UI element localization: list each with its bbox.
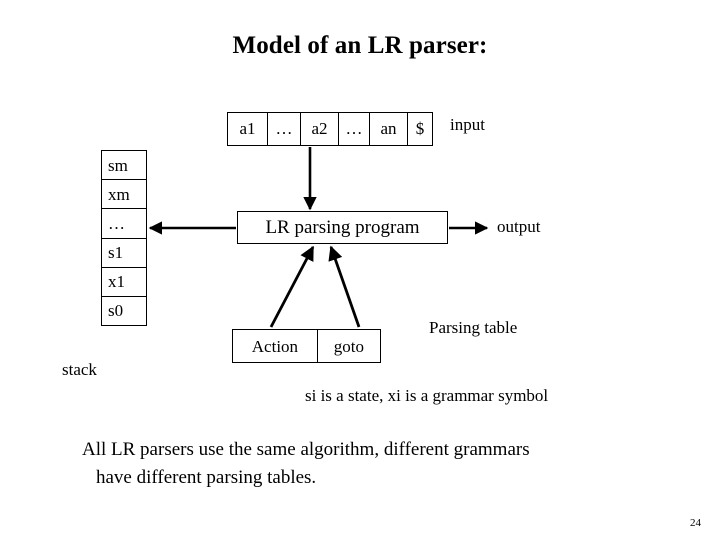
lr-parsing-program-box: LR parsing program [237, 211, 448, 244]
stack-cell-sm: sm [102, 151, 146, 181]
parsing-table-cell-action: Action [233, 330, 318, 362]
symbols-note: si is a state, xi is a grammar symbol [305, 386, 549, 405]
bottom-note: All LR parsers use the same algorithm, d… [82, 436, 682, 491]
input-tape: a1 … a2 … an $ [227, 112, 433, 146]
stack-cell-s0: s0 [108, 301, 124, 321]
arrow-action-to-parser-icon [269, 245, 315, 328]
bottom-note-line-2: have different parsing tables. [96, 466, 317, 488]
stack-label: stack [62, 360, 97, 379]
stack-box: sm xm … s1 x1 s0 [101, 150, 147, 326]
input-cell-a1: a1 [228, 113, 268, 145]
output-label: output [497, 217, 541, 236]
parsing-table-box: Action goto [232, 329, 381, 363]
input-cell-ellipsis-1: … [268, 113, 301, 145]
input-cell-a2: a2 [301, 113, 339, 145]
arrow-goto-to-parser-icon [328, 245, 361, 328]
page-number: 24 [690, 517, 701, 529]
input-cell-ellipsis-2: … [339, 113, 370, 145]
input-cell-an: an [370, 113, 408, 145]
input-cell-eof: $ [415, 119, 425, 138]
page-title: Model of an LR parser: [232, 32, 488, 59]
bottom-note-line-1: All LR parsers use the same algorithm, d… [82, 439, 530, 460]
stack-cell-xm: xm [102, 180, 146, 210]
parsing-table-label: Parsing table [429, 318, 518, 337]
input-label: input [450, 115, 485, 134]
stack-cell-s1: s1 [102, 239, 146, 268]
stack-cell-x1: x1 [102, 268, 146, 297]
stack-cell-ellipsis: … [102, 209, 146, 239]
parsing-table-cell-goto: goto [333, 336, 365, 356]
